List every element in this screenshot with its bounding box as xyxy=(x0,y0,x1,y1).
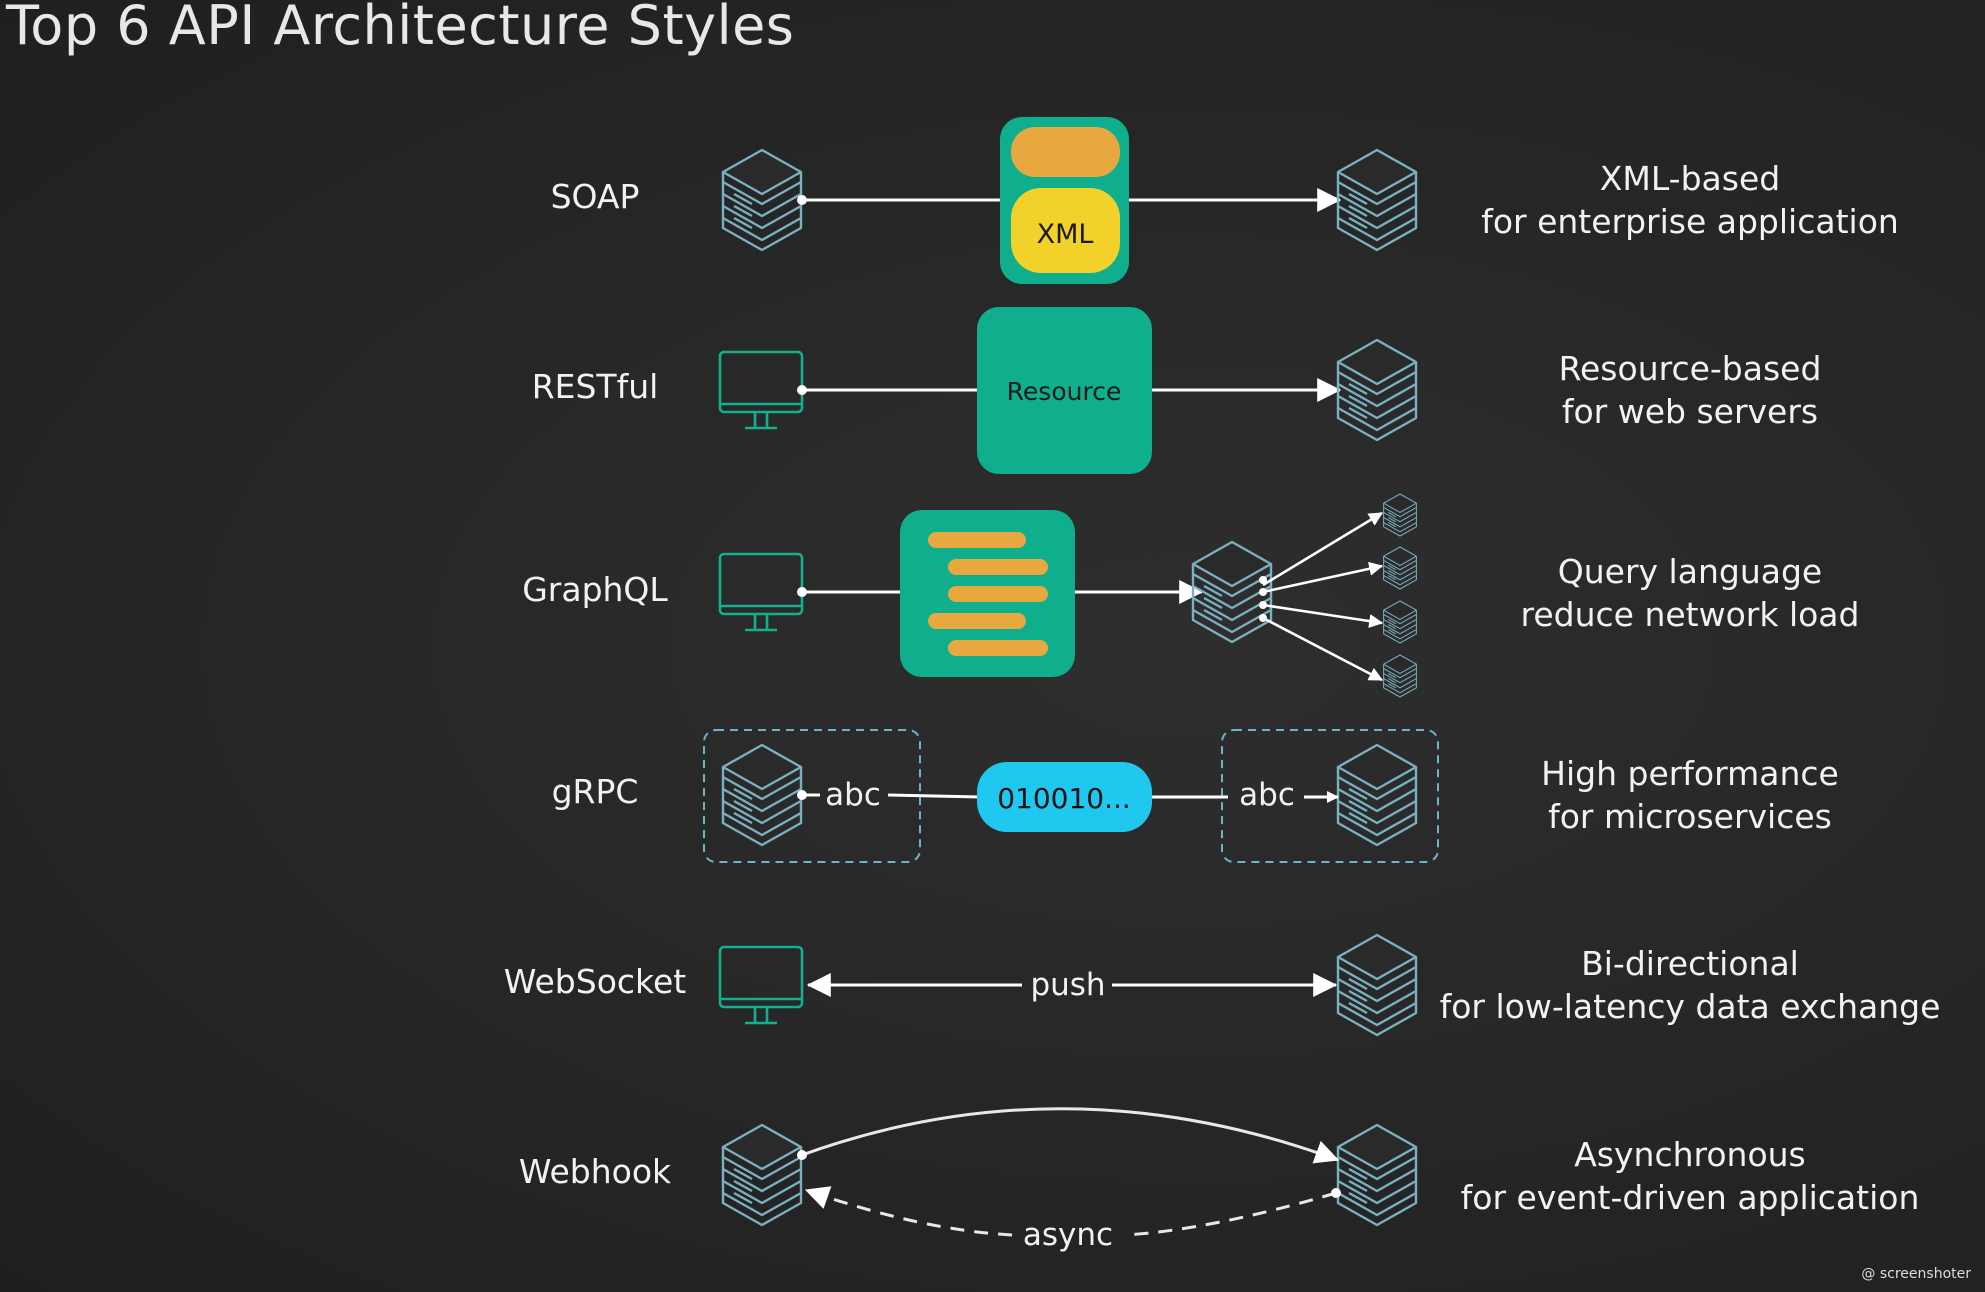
description-line: Asynchronous xyxy=(1574,1135,1806,1174)
row-grpc: abc 010010... abc xyxy=(703,729,1439,863)
row-restful: Resource xyxy=(718,307,1418,474)
server-icon xyxy=(1336,743,1418,847)
server-icon xyxy=(1336,338,1418,442)
client-dashed-box xyxy=(703,729,921,863)
connector-dot xyxy=(797,385,807,395)
description-line: for enterprise application xyxy=(1481,202,1899,241)
row-webhook: async xyxy=(721,1107,1418,1253)
description-restful: Resource-based for web servers xyxy=(1410,347,1970,433)
connector-dot xyxy=(797,195,807,205)
description-line: for low-latency data exchange xyxy=(1439,987,1941,1026)
async-label: async xyxy=(1023,1217,1113,1253)
description-graphql: Query language reduce network load xyxy=(1410,550,1970,636)
row-label-webhook: Webhook xyxy=(518,1152,672,1191)
server-icon xyxy=(721,1123,803,1227)
grpc-right-text: abc xyxy=(1239,777,1295,813)
description-grpc: High performance for microservices xyxy=(1410,752,1970,838)
connector-dot xyxy=(1331,1188,1341,1198)
binary-pill: 010010... xyxy=(977,762,1152,832)
row-label-websocket: WebSocket xyxy=(503,962,687,1001)
row-label-graphql: GraphQL xyxy=(522,570,668,609)
grpc-left-text: abc xyxy=(825,777,881,813)
description-line: for microservices xyxy=(1548,797,1832,836)
binary-label: 010010... xyxy=(997,782,1131,815)
small-server-icons xyxy=(1383,493,1417,698)
description-websocket: Bi-directional for low-latency data exch… xyxy=(1410,942,1970,1028)
description-soap: XML-based for enterprise application xyxy=(1410,157,1970,243)
description-line: for web servers xyxy=(1561,392,1819,431)
description-line: reduce network load xyxy=(1520,595,1860,634)
connector-dot xyxy=(797,587,807,597)
server-icon xyxy=(721,148,803,252)
async-dashed-left xyxy=(804,1186,1013,1237)
soap-envelope: XML xyxy=(1000,117,1129,284)
page-title: Top 6 API Architecture Styles xyxy=(6,0,795,57)
server-icon xyxy=(1336,148,1418,252)
description-webhook: Asynchronous for event-driven applicatio… xyxy=(1410,1133,1970,1219)
async-dashed-right xyxy=(1124,1191,1337,1237)
server-icon xyxy=(1336,1123,1418,1227)
description-line: XML-based xyxy=(1599,159,1781,198)
monitor-icon xyxy=(718,350,804,430)
monitor-icon xyxy=(718,945,804,1025)
description-line: High performance xyxy=(1541,754,1839,793)
connector-dot xyxy=(797,1150,807,1160)
description-line: Query language xyxy=(1557,552,1823,591)
fanout-arrows xyxy=(1259,511,1384,682)
monitor-icon xyxy=(718,552,804,632)
query-box xyxy=(900,510,1075,677)
row-soap: XML xyxy=(721,117,1418,284)
description-line: for event-driven application xyxy=(1460,1178,1920,1217)
watermark: @ screenshoter xyxy=(1861,1266,1971,1282)
row-label-restful: RESTful xyxy=(531,367,659,406)
push-label: push xyxy=(1030,967,1105,1003)
row-label-grpc: gRPC xyxy=(551,772,639,811)
row-websocket: push xyxy=(718,933,1418,1037)
server-icon xyxy=(1336,933,1418,1037)
webhook-request-curve xyxy=(801,1107,1340,1164)
row-graphql xyxy=(718,493,1417,698)
description-line: Bi-directional xyxy=(1581,944,1799,983)
resource-label: Resource xyxy=(1007,377,1122,406)
server-icon xyxy=(721,743,803,847)
resource-box: Resource xyxy=(977,307,1152,474)
description-line: Resource-based xyxy=(1558,349,1822,388)
xml-label: XML xyxy=(1037,219,1094,250)
row-label-soap: SOAP xyxy=(550,177,640,216)
